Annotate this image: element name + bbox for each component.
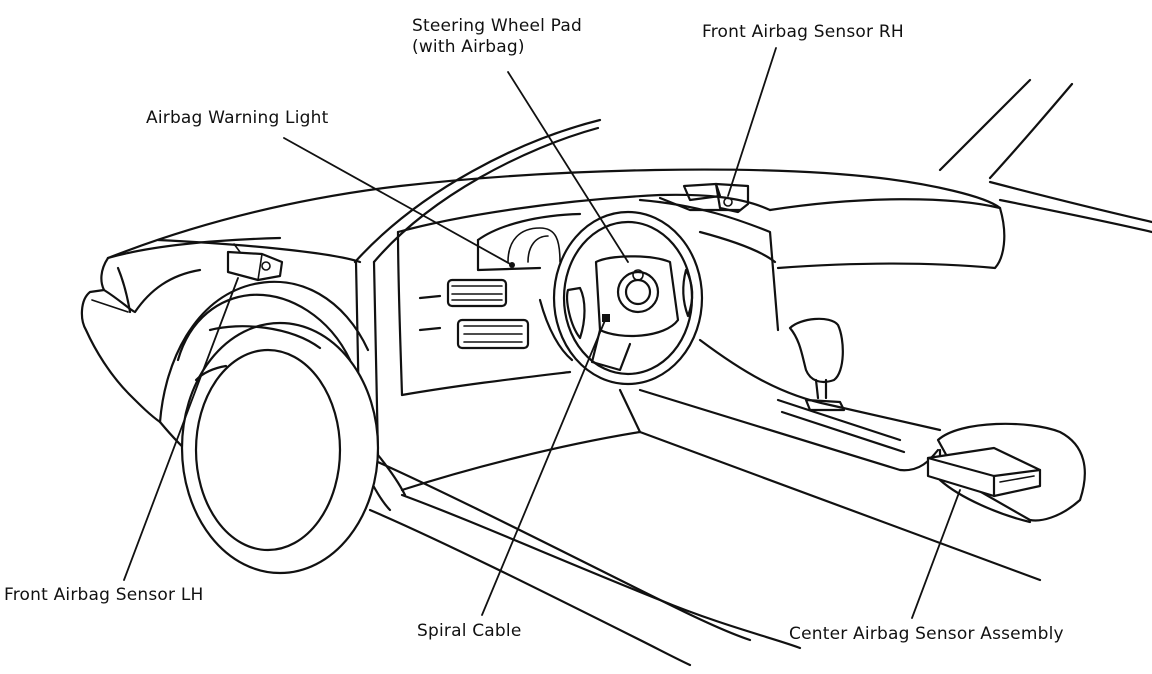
leader-front-sensor-lh: [123, 277, 239, 581]
leader-steering-wheel-pad: [507, 71, 629, 263]
leader-warning-light: [283, 137, 513, 266]
leader-center-sensor: [911, 489, 961, 619]
leader-lines: [123, 47, 961, 619]
car-body: [80, 78, 1152, 667]
leader-spiral-cable: [481, 317, 607, 616]
dashboard: [396, 182, 780, 397]
center-console: [638, 317, 1086, 524]
label-warning-light: Airbag Warning Light: [146, 108, 329, 128]
label-steering-wheel-pad: Steering Wheel Pad (with Airbag): [412, 16, 582, 58]
steering-wheel: [538, 210, 704, 386]
label-front-sensor-rh: Front Airbag Sensor RH: [702, 22, 904, 42]
label-front-sensor-lh: Front Airbag Sensor LH: [4, 585, 204, 605]
label-center-sensor: Center Airbag Sensor Assembly: [789, 624, 1064, 644]
leader-front-sensor-rh: [727, 47, 777, 197]
front-left-wheel: [180, 321, 380, 575]
front-sensor-lh-unit: [226, 243, 284, 282]
label-steering-wheel-pad-line1: Steering Wheel Pad: [412, 16, 582, 36]
label-spiral-cable: Spiral Cable: [417, 621, 522, 641]
label-steering-wheel-pad-line2: (with Airbag): [412, 37, 525, 57]
